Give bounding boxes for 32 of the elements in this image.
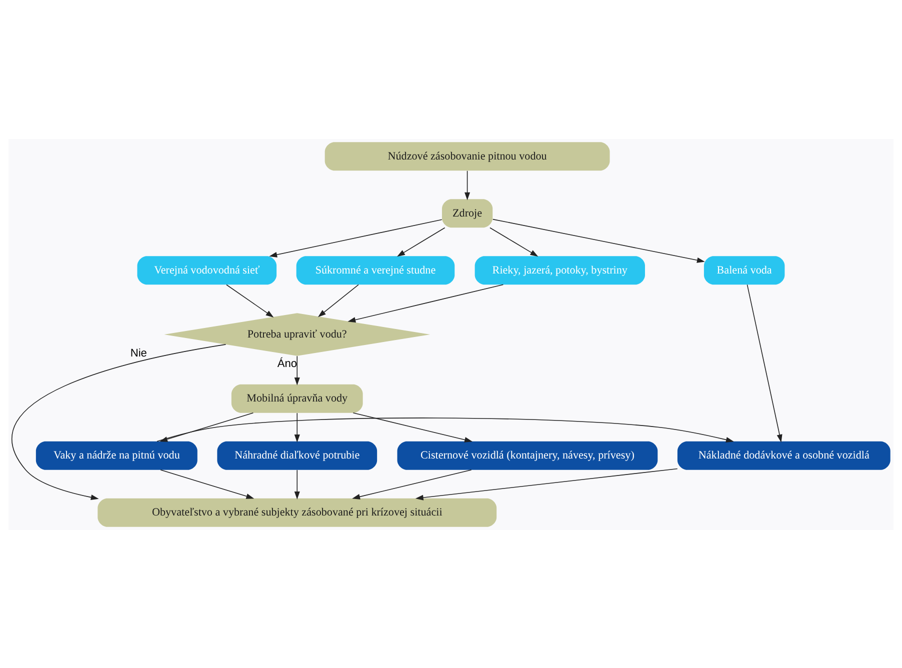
arrow xyxy=(352,468,472,499)
arrow xyxy=(415,468,678,500)
node-diamond: Potreba upraviť vodu? xyxy=(164,312,430,356)
arrow xyxy=(352,412,473,442)
arrow xyxy=(160,468,254,498)
arrow xyxy=(746,284,782,442)
arrow xyxy=(226,284,274,317)
arrow xyxy=(294,412,300,442)
node-box: Nákladné dodávkové a osobné vozidlá xyxy=(677,440,890,470)
arrow xyxy=(318,284,359,317)
node-box: Núdzové zásobovanie pitnou vodou xyxy=(324,142,610,170)
node-box: Obyvateľstvo a vybrané subjekty zásobované pri krízovej situácii xyxy=(98,498,497,526)
arrow xyxy=(294,355,300,385)
arrow xyxy=(490,226,538,256)
arrow xyxy=(464,170,470,200)
edge-label: Nie xyxy=(130,347,147,360)
arrow xyxy=(294,469,300,499)
node-box: Súkromné a verejné studne xyxy=(296,256,455,284)
node-box: Balená voda xyxy=(704,256,785,284)
arrow xyxy=(492,218,705,262)
node-box: Cisternové vozidlá (kontajnery, návesy, prívesy) xyxy=(397,440,658,470)
node-box: Vaky a nádrže na pitnú vodu xyxy=(36,440,198,470)
edge-label: Áno xyxy=(277,358,298,370)
node-box: Mobilná úpravňa vody xyxy=(231,384,363,412)
node-box: Verejná vodovodná sieť xyxy=(137,256,277,284)
node-box: Náhradné diaľkové potrubie xyxy=(217,440,378,470)
arrow xyxy=(12,344,226,500)
arrow xyxy=(269,218,442,257)
node-box: Zdroje xyxy=(442,198,493,228)
arrow xyxy=(348,284,504,322)
arrow xyxy=(397,226,446,256)
node-box: Rieky, jazerá, potoky, bystriny xyxy=(474,256,645,284)
